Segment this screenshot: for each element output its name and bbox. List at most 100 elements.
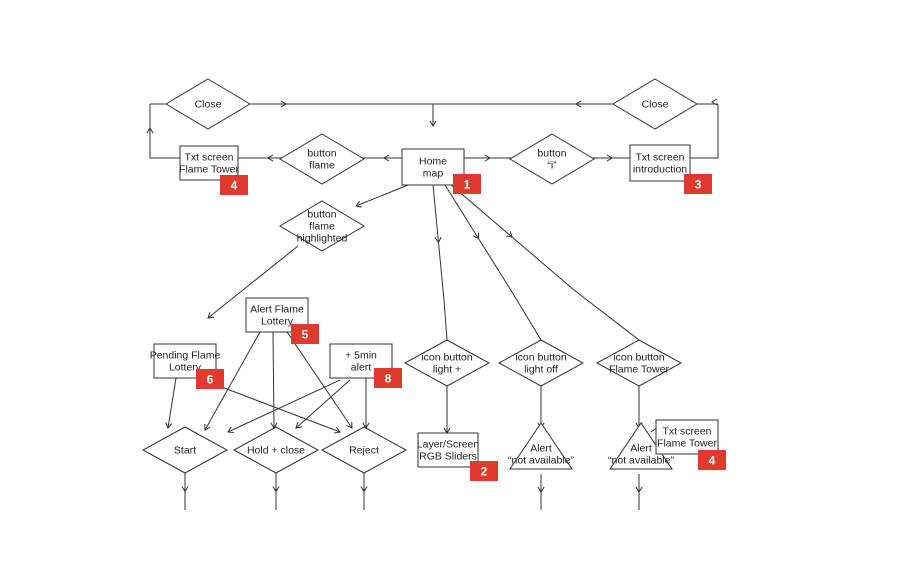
connector-line <box>573 289 640 341</box>
process-box <box>417 432 479 468</box>
connector-line <box>286 331 353 429</box>
arrowhead <box>207 312 215 319</box>
badge-box <box>698 450 726 470</box>
arrowhead <box>227 426 235 434</box>
node-label: Layer/Screen <box>417 439 480 451</box>
node-label: Pending Flame <box>150 350 221 362</box>
badge-number: 2 <box>481 465 488 479</box>
connector-line <box>511 291 542 341</box>
node-label: alert <box>351 362 372 374</box>
arrowhead <box>711 98 718 106</box>
arrowhead <box>429 120 437 127</box>
node-label: Txt screen <box>662 426 711 438</box>
node-close-right: Close <box>612 78 698 130</box>
node-label: Lottery <box>261 316 294 328</box>
node-label: Alert Flame <box>250 304 304 316</box>
badge-layer-screen: 2 <box>470 461 498 481</box>
badge-box <box>220 175 248 195</box>
arrowhead <box>537 486 545 493</box>
connector-line <box>355 184 409 207</box>
badge-box <box>196 369 224 389</box>
badge-alert-flame-lottery: 5 <box>291 324 319 344</box>
node-reject: Reject <box>320 426 408 474</box>
badge-pending-flame-lottery: 6 <box>196 369 224 389</box>
decision-diamond <box>232 426 320 474</box>
node-label: Alert <box>630 443 652 455</box>
node-label: icon button <box>515 352 567 364</box>
connector-line <box>149 104 180 159</box>
badge-box <box>453 174 481 194</box>
decision-diamond <box>279 133 365 185</box>
badge-txt-flame-tower-bottom: 4 <box>698 450 726 470</box>
arrowhead <box>360 486 368 493</box>
arrowhead <box>383 154 390 162</box>
process-box <box>629 144 691 182</box>
badge-number: 4 <box>231 179 238 193</box>
connector-line <box>272 331 275 429</box>
decision-diamond <box>595 339 683 387</box>
arrowhead <box>267 154 274 162</box>
arrowhead <box>505 231 513 238</box>
arrowhead <box>181 486 189 493</box>
arrowhead <box>606 154 613 162</box>
badge-number: 4 <box>709 454 716 468</box>
badge-number: 6 <box>207 373 214 387</box>
node-label: icon button <box>613 352 665 364</box>
node-label: Lottery <box>169 362 202 374</box>
arrowhead <box>472 232 480 240</box>
badge-number: 8 <box>385 372 392 386</box>
node-label: map <box>423 168 444 180</box>
decision-diamond <box>320 426 408 474</box>
node-label: Home <box>419 156 447 168</box>
arrowhead <box>280 100 287 108</box>
arrowhead <box>434 236 442 244</box>
badge-txt-intro: 3 <box>684 174 712 194</box>
decision-diamond <box>279 200 365 252</box>
node-label: introduction <box>633 164 687 176</box>
arrowhead <box>165 422 173 429</box>
node-label: Reject <box>349 445 379 457</box>
process-box <box>655 419 719 455</box>
node-label: “i” <box>547 160 557 172</box>
arrowhead <box>204 423 211 431</box>
node-label: flame <box>309 221 335 233</box>
node-label: Txt screen <box>184 152 233 164</box>
badge-box <box>684 174 712 194</box>
connector-line <box>227 379 341 433</box>
node-label: highlighted <box>297 233 348 245</box>
process-box <box>179 145 239 181</box>
connector-line <box>690 104 719 159</box>
node-label: light off <box>524 364 558 376</box>
decision-diamond <box>509 133 595 185</box>
node-label: light + <box>433 364 461 376</box>
node-label: Flame Tower <box>657 438 717 450</box>
decision-diamond <box>612 78 698 130</box>
node-alert-na-2: Alert“not available” <box>608 422 674 470</box>
node-label: button <box>307 148 336 160</box>
badge-box <box>374 368 402 388</box>
arrowhead <box>575 100 582 108</box>
node-close-left: Close <box>165 78 251 130</box>
badge-number: 1 <box>464 178 471 192</box>
arrowhead <box>484 154 491 162</box>
decision-diamond <box>165 78 251 130</box>
badge-txt-flame-tower-top: 4 <box>220 175 248 195</box>
arrowhead <box>635 486 643 493</box>
node-button-i: button“i” <box>509 133 595 185</box>
arrowhead <box>295 422 302 429</box>
node-label: button <box>307 209 336 221</box>
node-label: button <box>537 148 566 160</box>
badges: 1 4 3 5 6 8 2 4 <box>196 174 726 481</box>
badge-home: 1 <box>453 174 481 194</box>
decision-diamond <box>403 339 491 387</box>
badge-box <box>470 461 498 481</box>
